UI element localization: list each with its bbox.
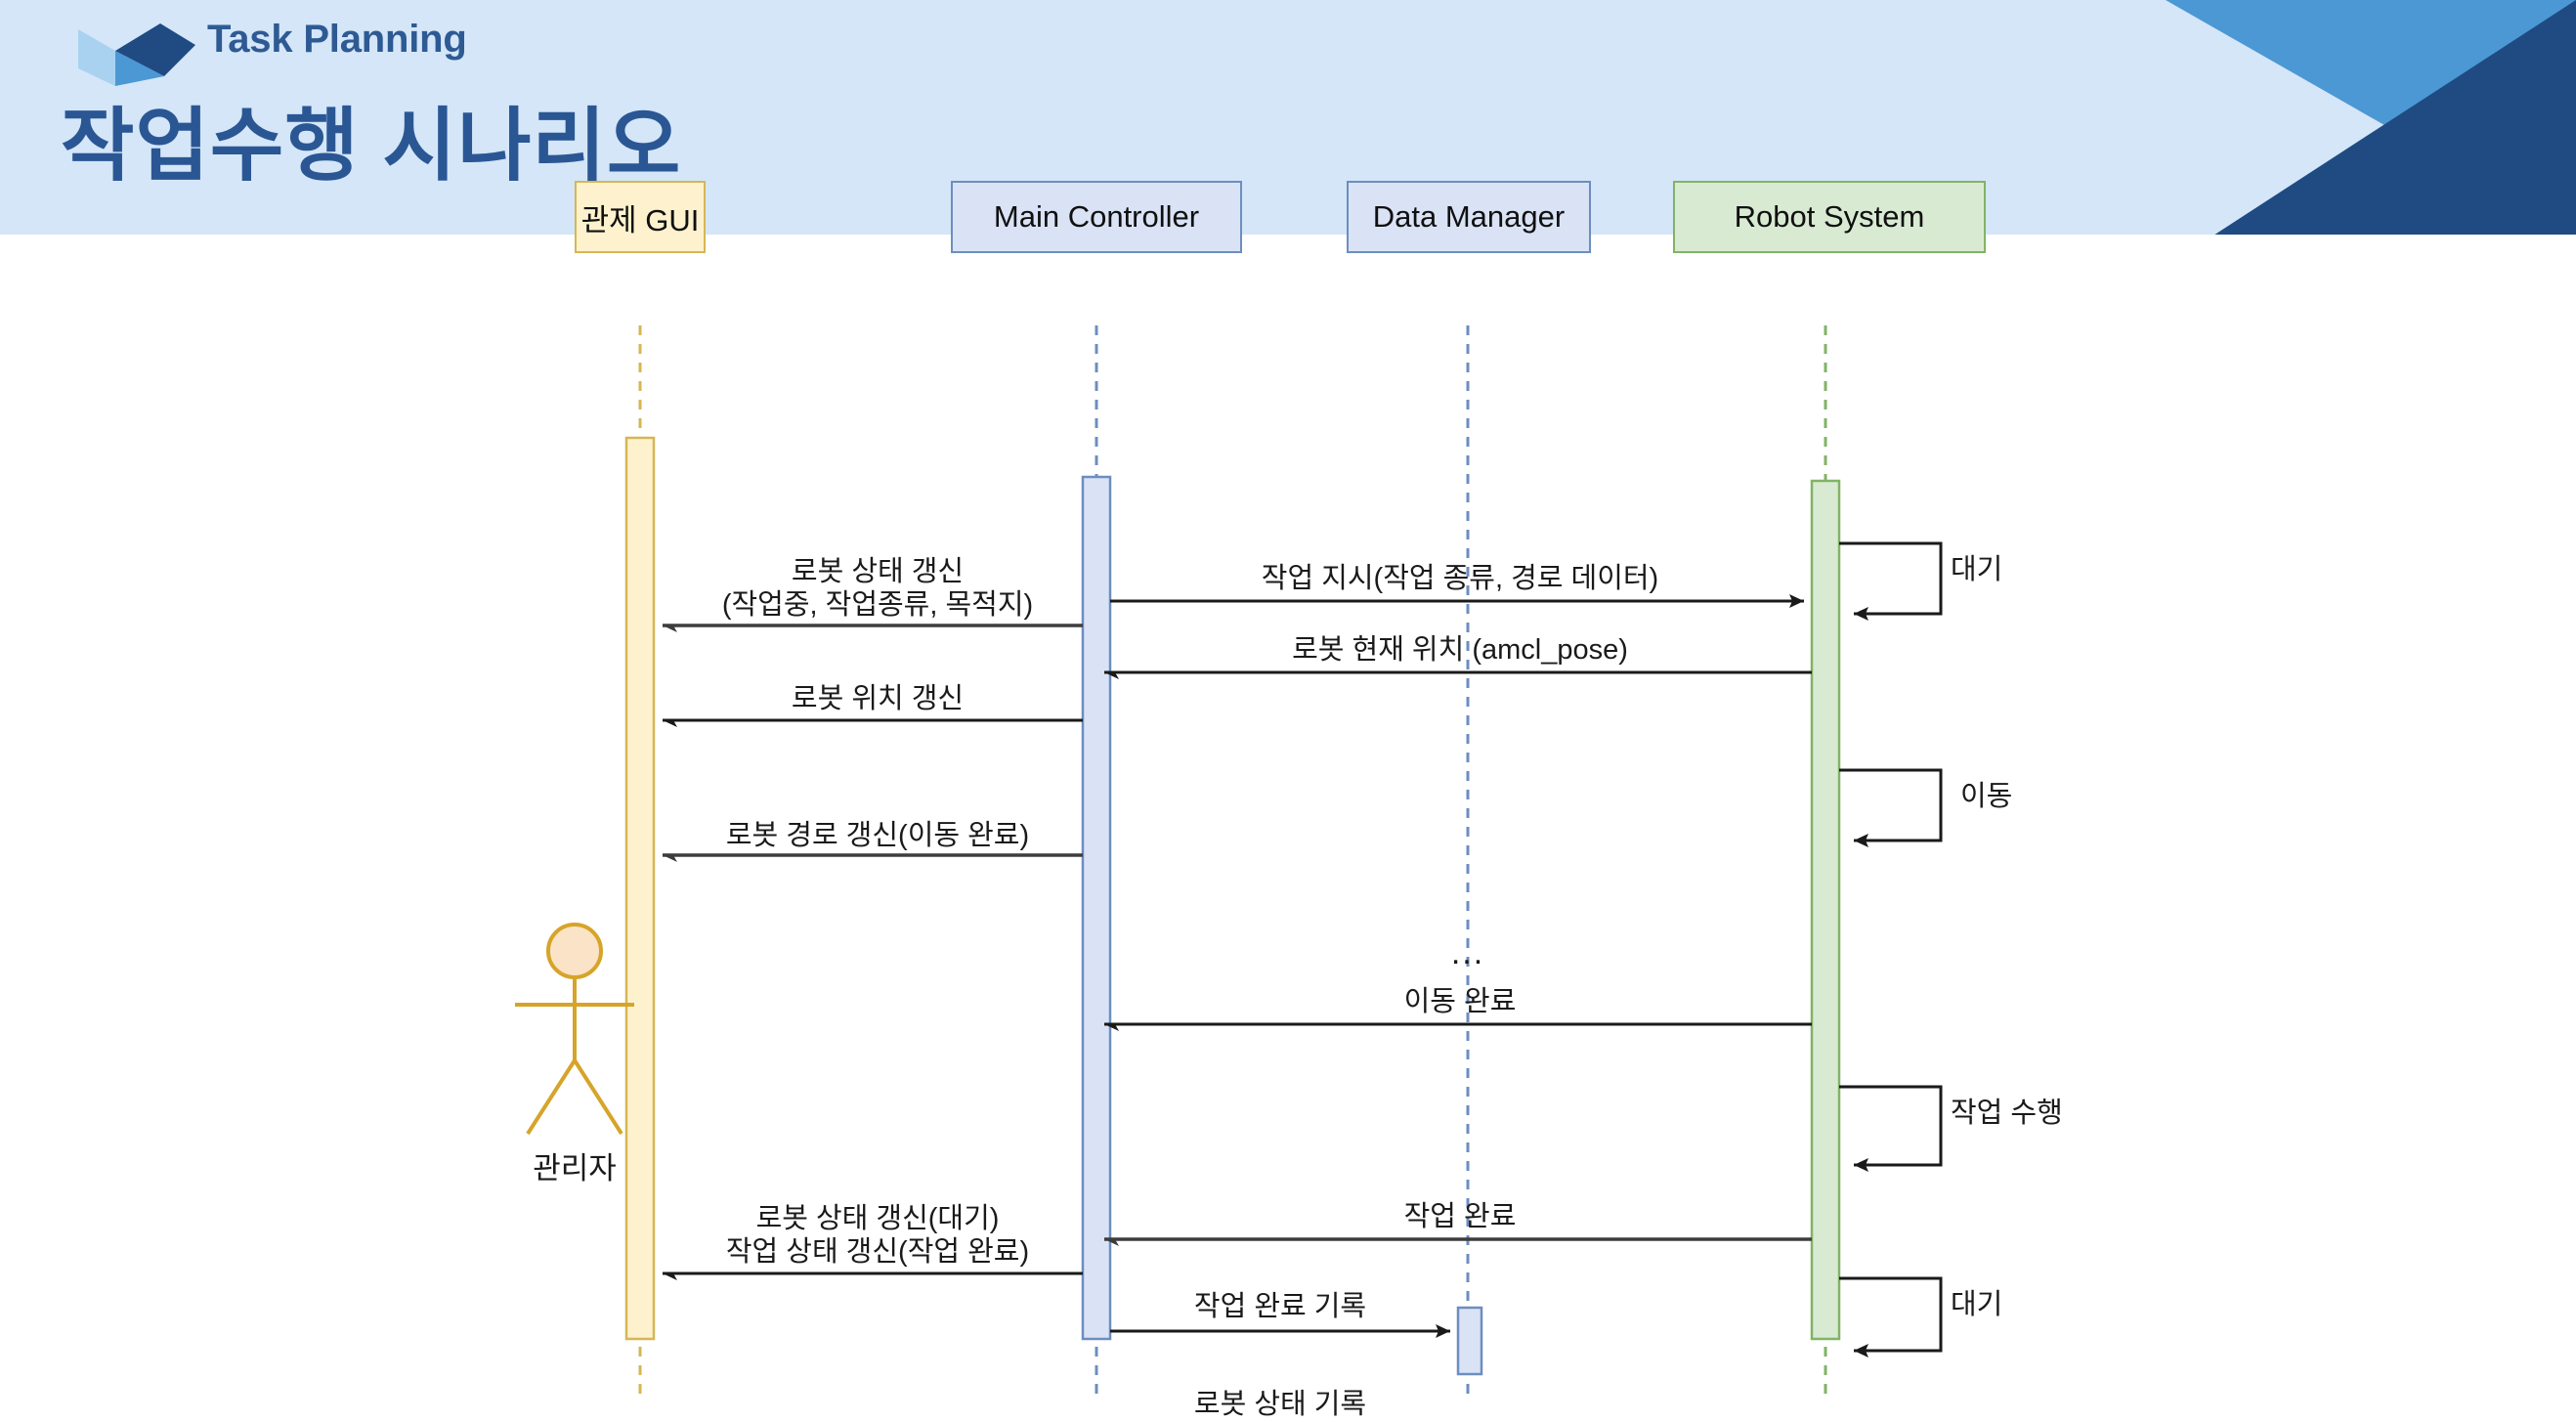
message-label-robot-status-idle: 로봇 상태 갱신(대기) (755, 1203, 1000, 1234)
participant-label-main-controller: Main Controller (993, 199, 1200, 234)
participant-header-main-controller[interactable]: Main Controller (951, 181, 1242, 253)
message-label-task-status-complete: 작업 상태 갱신(작업 완료) (725, 1236, 1030, 1268)
cube-logo (78, 23, 195, 86)
message-label-task-complete-record: 작업 완료 기록 (1193, 1291, 1367, 1322)
sequence-diagram: 관제 GUI Main Controller Data Manager Robo… (0, 181, 2576, 1420)
message-label-robot-path-update: 로봇 경로 갱신(이동 완료) (725, 820, 1030, 851)
actor-label-manager: 관리자 (533, 1151, 617, 1185)
participant-label-data-manager: Data Manager (1372, 199, 1566, 234)
message-label-robot-status-record: 로봇 상태 기록 (1193, 1389, 1367, 1420)
message-label-task-complete: 작업 완료 (1403, 1201, 1517, 1232)
message-label-robot-status-update-detail: (작업중, 작업종류, 목적지) (721, 589, 1034, 621)
self-message-label-moving: 이동 (1960, 781, 2013, 812)
message-label-move-complete: 이동 완료 (1403, 986, 1517, 1017)
participant-label-robot-system: Robot System (1734, 199, 1925, 234)
message-label-robot-current-pose: 로봇 현재 위치 (amcl_pose) (1292, 634, 1628, 666)
page-title: 작업수행 시나리오 (61, 102, 682, 191)
self-message-label-task-execution: 작업 수행 (1951, 1098, 2063, 1129)
participant-header-data-manager[interactable]: Data Manager (1347, 181, 1591, 253)
message-label-task-command: 작업 지시(작업 종류, 경로 데이터) (1261, 563, 1659, 594)
message-label-ellipsis: ... (1450, 934, 1485, 971)
self-message-label-idle-1: 대기 (1951, 554, 2003, 585)
message-label-robot-position-update: 로봇 위치 갱신 (791, 683, 965, 714)
diagram-vectors (515, 325, 1943, 1400)
participant-header-robot-system[interactable]: Robot System (1673, 181, 1986, 253)
message-label-robot-status-update: 로봇 상태 갱신 (791, 556, 965, 587)
participant-label-gui: 관제 GUI (580, 202, 700, 237)
header-kicker: Task Planning (207, 18, 467, 61)
page-header: Task Planning 작업수행 시나리오 (0, 0, 2576, 235)
participant-header-gui[interactable]: 관제 GUI (575, 181, 706, 253)
self-message-label-idle-2: 대기 (1951, 1289, 2003, 1320)
